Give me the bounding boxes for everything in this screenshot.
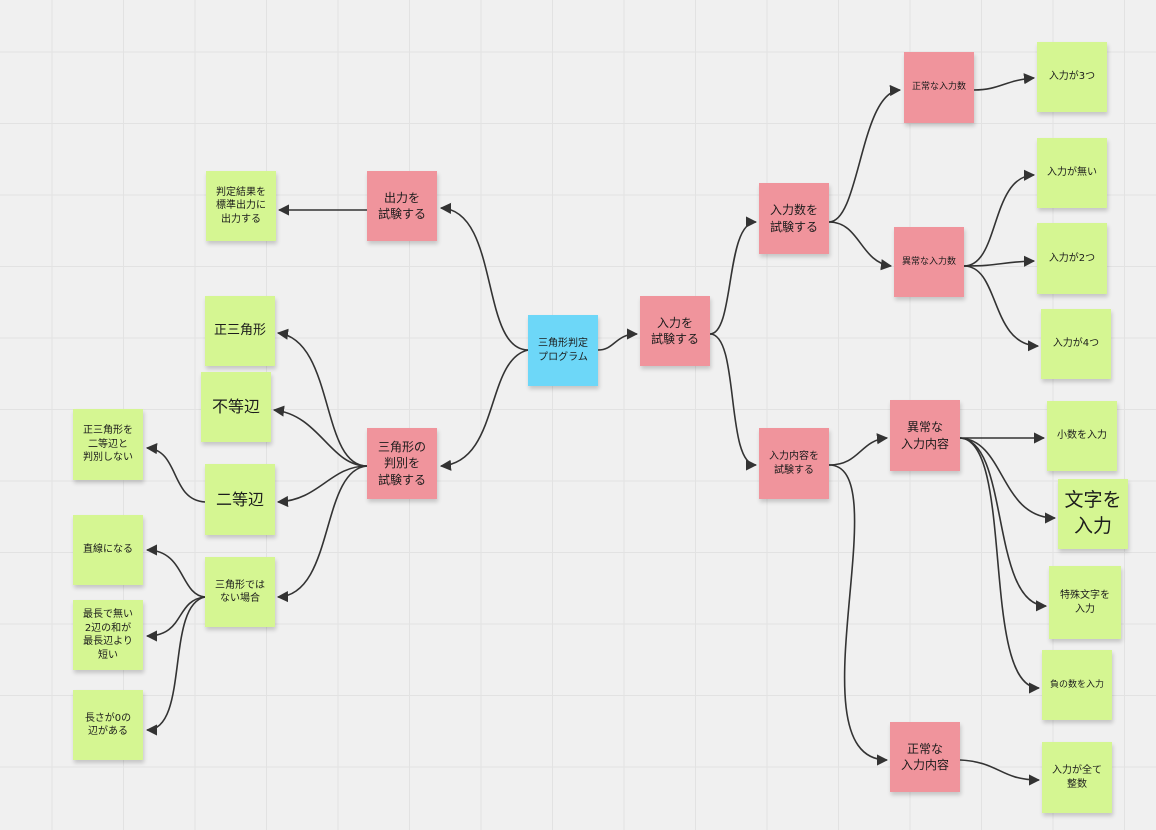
connector-valid-content-to-all-integer[interactable] [959,759,1041,786]
connector-input-content-to-valid-content[interactable] [828,464,889,766]
output-result-note[interactable]: 判定結果を 標準出力に 出力する [206,171,276,241]
invalid-input-content-note[interactable]: 異常な 入力内容 [890,400,960,471]
input-none-note[interactable]: 入力が無い [1037,138,1107,208]
root-note[interactable]: 三角形判定 プログラム [528,315,598,386]
connector-input-to-input-count[interactable] [709,216,758,335]
valid-input-content-note[interactable]: 正常な 入力内容 [890,722,960,792]
test-input-note[interactable]: 入力を 試験する [640,296,710,366]
connector-invalid-count-to-none[interactable] [963,169,1036,267]
connector-judgement-to-equilateral[interactable] [276,328,368,467]
equilateral-not-isosceles-note[interactable]: 正三角形を 二等辺と 判別しない [73,409,143,480]
connector-not-triangle-to-straight-line[interactable] [145,544,206,598]
connector-invalid-content-to-special[interactable] [959,437,1048,612]
scalene-note[interactable]: 不等辺 [201,372,271,442]
connector-root-to-output[interactable] [439,202,529,351]
connector-isosceles-to-equilateral-not-isosceles[interactable] [145,443,206,503]
negative-input-note[interactable]: 負の数を入力 [1042,650,1112,720]
connector-judgement-to-scalene[interactable] [272,405,368,467]
input-4-note[interactable]: 入力が4つ [1041,309,1111,379]
decimal-input-note[interactable]: 小数を入力 [1047,401,1117,471]
longest-sum-short-note[interactable]: 最長で無い 2辺の和が 最長辺より 短い [73,600,143,670]
equilateral-note[interactable]: 正三角形 [205,296,275,366]
not-triangle-note[interactable]: 三角形では ない場合 [205,557,275,627]
connector-invalid-count-to-4[interactable] [963,265,1040,352]
connector-not-triangle-to-zero-length[interactable] [145,596,206,736]
connector-invalid-content-to-string[interactable] [959,437,1057,524]
connector-root-out[interactable] [597,328,639,351]
test-judgement-note[interactable]: 三角形の 判別を 試験する [367,428,437,499]
valid-input-count-note[interactable]: 正常な入力数 [904,52,974,123]
straight-line-note[interactable]: 直線になる [73,515,143,585]
connector-input-content-to-invalid-content[interactable] [828,433,889,466]
connector-input-to-input-content[interactable] [709,333,758,471]
special-char-input-note[interactable]: 特殊文字を 入力 [1049,566,1121,639]
string-input-note[interactable]: 文字を 入力 [1058,479,1128,549]
isosceles-note[interactable]: 二等辺 [205,464,275,535]
connector-judgement-to-isosceles[interactable] [276,465,368,508]
connector-root-to-judgement[interactable] [439,349,529,471]
connector-invalid-count-to-2[interactable] [963,255,1036,267]
all-integer-note[interactable]: 入力が全て 整数 [1042,742,1112,813]
zero-length-note[interactable]: 長さが0の 辺がある [73,690,143,760]
test-input-count-note[interactable]: 入力数を 試験する [759,183,829,254]
test-input-content-note[interactable]: 入力内容を 試験する [759,428,829,499]
connector-input-count-to-invalid[interactable] [828,221,893,271]
connector-invalid-content-to-negative[interactable] [959,437,1041,694]
connector-judgement-to-not-triangle[interactable] [276,465,368,603]
test-output-note[interactable]: 出力を 試験する [367,171,437,241]
connector-not-triangle-to-longest-sum[interactable] [145,596,206,642]
connector-input-count-to-valid[interactable] [828,84,902,223]
connector-valid-count-to-input-3[interactable] [973,73,1036,91]
input-2-note[interactable]: 入力が2つ [1037,223,1107,294]
invalid-input-count-note[interactable]: 異常な入力数 [894,227,964,297]
input-3-note[interactable]: 入力が3つ [1037,42,1107,112]
